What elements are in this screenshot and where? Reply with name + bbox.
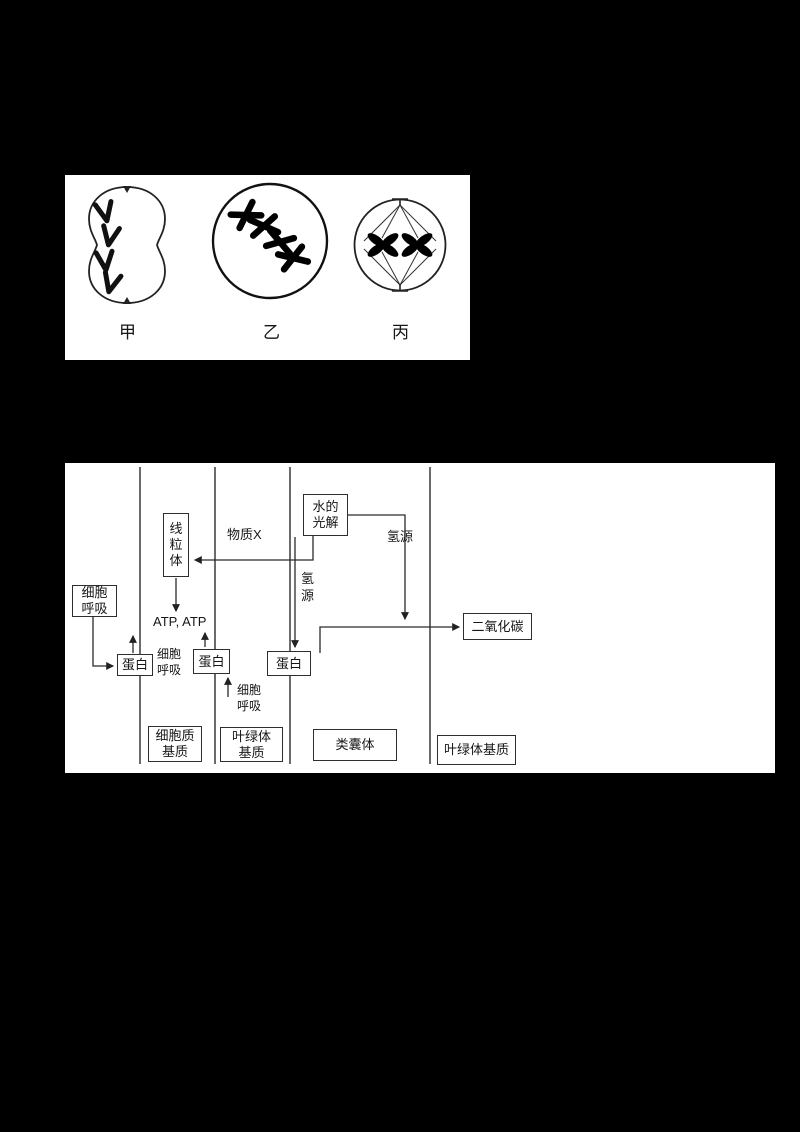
arrow-respiration-to-protein1 [92,617,115,670]
spindle-pole-bottom-icon [123,297,131,304]
flow-arrows [92,514,461,697]
chromosomes-jia [92,199,124,295]
cell-respiration-label-1: 细胞 呼吸 [157,647,182,677]
mitochondrion-box: 线粒体 [163,513,189,577]
cell-division-figure: 甲 乙 丙 [65,175,470,360]
chromosomes-yi [227,198,312,273]
cell-yi [211,182,329,300]
cell-respiration-label-2: 细胞 呼吸 [237,683,262,713]
arrow-hydrogen-source-down [348,514,409,621]
cell-yi-outline [211,182,329,300]
membrane-transport-figure: 细胞 呼吸 线粒体 水的 光解 蛋白 蛋白 蛋白 二氧化碳 细胞质 基质 叶绿体… [65,463,775,773]
region-thylakoid: 类囊体 [313,729,397,761]
hydrogen-source-right-label: 氢源 [387,529,414,544]
arrow-substance-x-to-mitochondrion [193,536,314,564]
cell-jia-outline [88,186,166,304]
cell-division-drawing [88,182,447,304]
cell-jia [88,186,166,304]
chromosomes-bing [367,233,433,257]
centriole-top-icon [392,198,408,206]
membrane-diagram-lines [92,467,461,764]
protein-box-2: 蛋白 [193,649,230,674]
centriole-bottom-icon [392,284,408,292]
region-chloroplast-stroma-2: 叶绿体基质 [437,735,516,765]
cell-bing [353,198,447,292]
carbon-dioxide-box: 二氧化碳 [463,613,532,640]
cell-bing-outline [353,198,447,292]
protein-box-1: 蛋白 [117,654,153,676]
protein-box-3: 蛋白 [267,651,311,676]
cell-label-yi: 乙 [263,323,280,342]
substance-x-label: 物质X [227,527,262,542]
arrow-to-carbon-dioxide [319,623,461,653]
hydrogen-source-left-label: 氢 源 [301,571,315,603]
region-chloroplast-stroma-1: 叶绿体 基质 [220,727,283,762]
spindle-pole-top-icon [123,186,131,193]
cell-label-bing: 丙 [392,323,409,342]
water-photolysis-box: 水的 光解 [303,494,348,536]
cell-label-jia: 甲 [119,323,136,342]
membrane-lines [139,467,431,764]
cell-respiration-box: 细胞 呼吸 [72,585,117,617]
atp-label: ATP, ATP [153,614,207,629]
region-cytoplasm-matrix: 细胞质 基质 [148,726,202,762]
